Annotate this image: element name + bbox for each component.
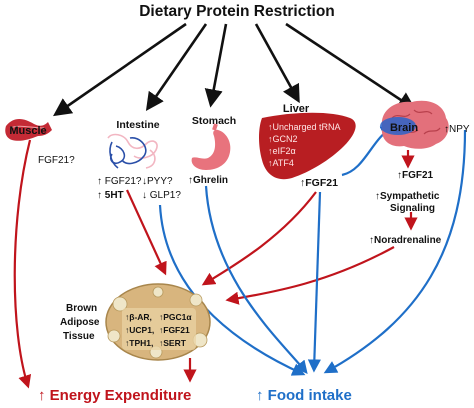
arrow-brain-to-food	[323, 129, 467, 374]
bat-row3-left: ↑TPH1,	[125, 338, 153, 348]
energy-expenditure-label: ↑ Energy Expenditure	[38, 387, 191, 404]
bat-row2-left: ↑UCP1,	[125, 325, 154, 335]
intestine-glp1: ↓ GLP1?	[142, 190, 181, 201]
arrow-liver-to-bat	[201, 191, 317, 286]
arrow-muscle-to-energy	[13, 139, 32, 389]
liver-label: Liver	[283, 103, 310, 115]
brain-label: Brain	[390, 122, 418, 134]
brain-label-highlight	[380, 117, 416, 135]
brain-sympathetic-2: Signaling	[390, 203, 435, 214]
arrow-stomach-to-food	[204, 185, 308, 375]
food-intake-label: ↑ Food intake	[256, 387, 352, 404]
black-arrows	[53, 22, 417, 117]
arrow-noradrenaline-to-bat	[225, 246, 395, 305]
arrow-title-to-liver	[254, 23, 300, 104]
stomach-ghrelin: ↑Ghrelin	[188, 175, 228, 186]
bat-label-3: Tissue	[63, 331, 95, 342]
intestine-fgf21: ↑ FGF21?	[97, 176, 142, 187]
bat-row2-right: ↑FGF21	[159, 325, 190, 335]
diagram-title: Dietary Protein Restriction	[139, 3, 335, 20]
stomach-group: Stomach ↑Ghrelin	[188, 115, 236, 186]
intestine-group: Intestine ↑ FGF21? ↓PYY? ↑ 5HT ↓ GLP1?	[97, 119, 181, 201]
arrow-liver-to-food	[307, 191, 322, 373]
bat-row1-left: ↑β-AR,	[125, 312, 152, 322]
liver-fgf21: ↑FGF21	[300, 177, 338, 189]
liver-marker-2: ↑GCN2	[268, 134, 298, 144]
bat-label-1: Brown	[66, 303, 97, 314]
intestine-pyy: ↓PYY?	[142, 176, 173, 187]
liver-marker-3: ↑eIF2α	[268, 146, 296, 156]
muscle-group: Muscle FGF21?	[5, 119, 75, 166]
bat-row1-right: ↑PGC1α	[159, 312, 192, 322]
liver-marker-4: ↑ATF4	[268, 158, 294, 168]
brain-noradrenaline: ↑Noradrenaline	[369, 235, 442, 246]
brain-sympathetic-1: ↑Sympathetic	[375, 191, 440, 202]
bat-row3-right: ↑SERT	[159, 338, 187, 348]
bat-text-panel	[122, 308, 196, 350]
muscle-icon	[5, 119, 52, 141]
stomach-icon	[191, 129, 231, 170]
brain-fgf21: ↑FGF21	[397, 170, 434, 181]
bat-droplets	[107, 286, 208, 359]
bat-label-2: Adipose	[60, 317, 100, 328]
intestine-icon	[107, 133, 158, 169]
liver-marker-1: ↑Uncharged tRNA	[268, 122, 341, 132]
brain-npy: ↑NPY	[444, 124, 470, 135]
intestine-label: Intestine	[116, 119, 159, 131]
intestine-5ht: ↑ 5HT	[97, 190, 124, 201]
stomach-label: Stomach	[192, 115, 236, 127]
arrow-intestine-to-bat	[125, 189, 167, 276]
liver-icon	[259, 112, 356, 180]
brain-group: Brain ↑NPY ↑FGF21 ↑Sympathetic Signaling…	[369, 100, 470, 246]
muscle-fgf21: FGF21?	[38, 155, 75, 166]
muscle-label: Muscle	[9, 125, 46, 137]
arrow-title-to-stomach	[204, 23, 228, 108]
arrow-title-to-brain	[285, 22, 417, 111]
arrow-intestine-to-food	[158, 204, 306, 376]
liver-group: Liver ↑Uncharged tRNA ↑GCN2 ↑eIF2α ↑ATF4…	[259, 103, 356, 189]
arrow-title-to-muscle	[53, 22, 187, 117]
blue-arrows	[158, 126, 467, 376]
arrow-title-to-intestine	[145, 23, 208, 111]
bat-group: Brown Adipose Tissue ↑β-AR, ↑PGC1α ↑UCP1…	[60, 283, 211, 361]
